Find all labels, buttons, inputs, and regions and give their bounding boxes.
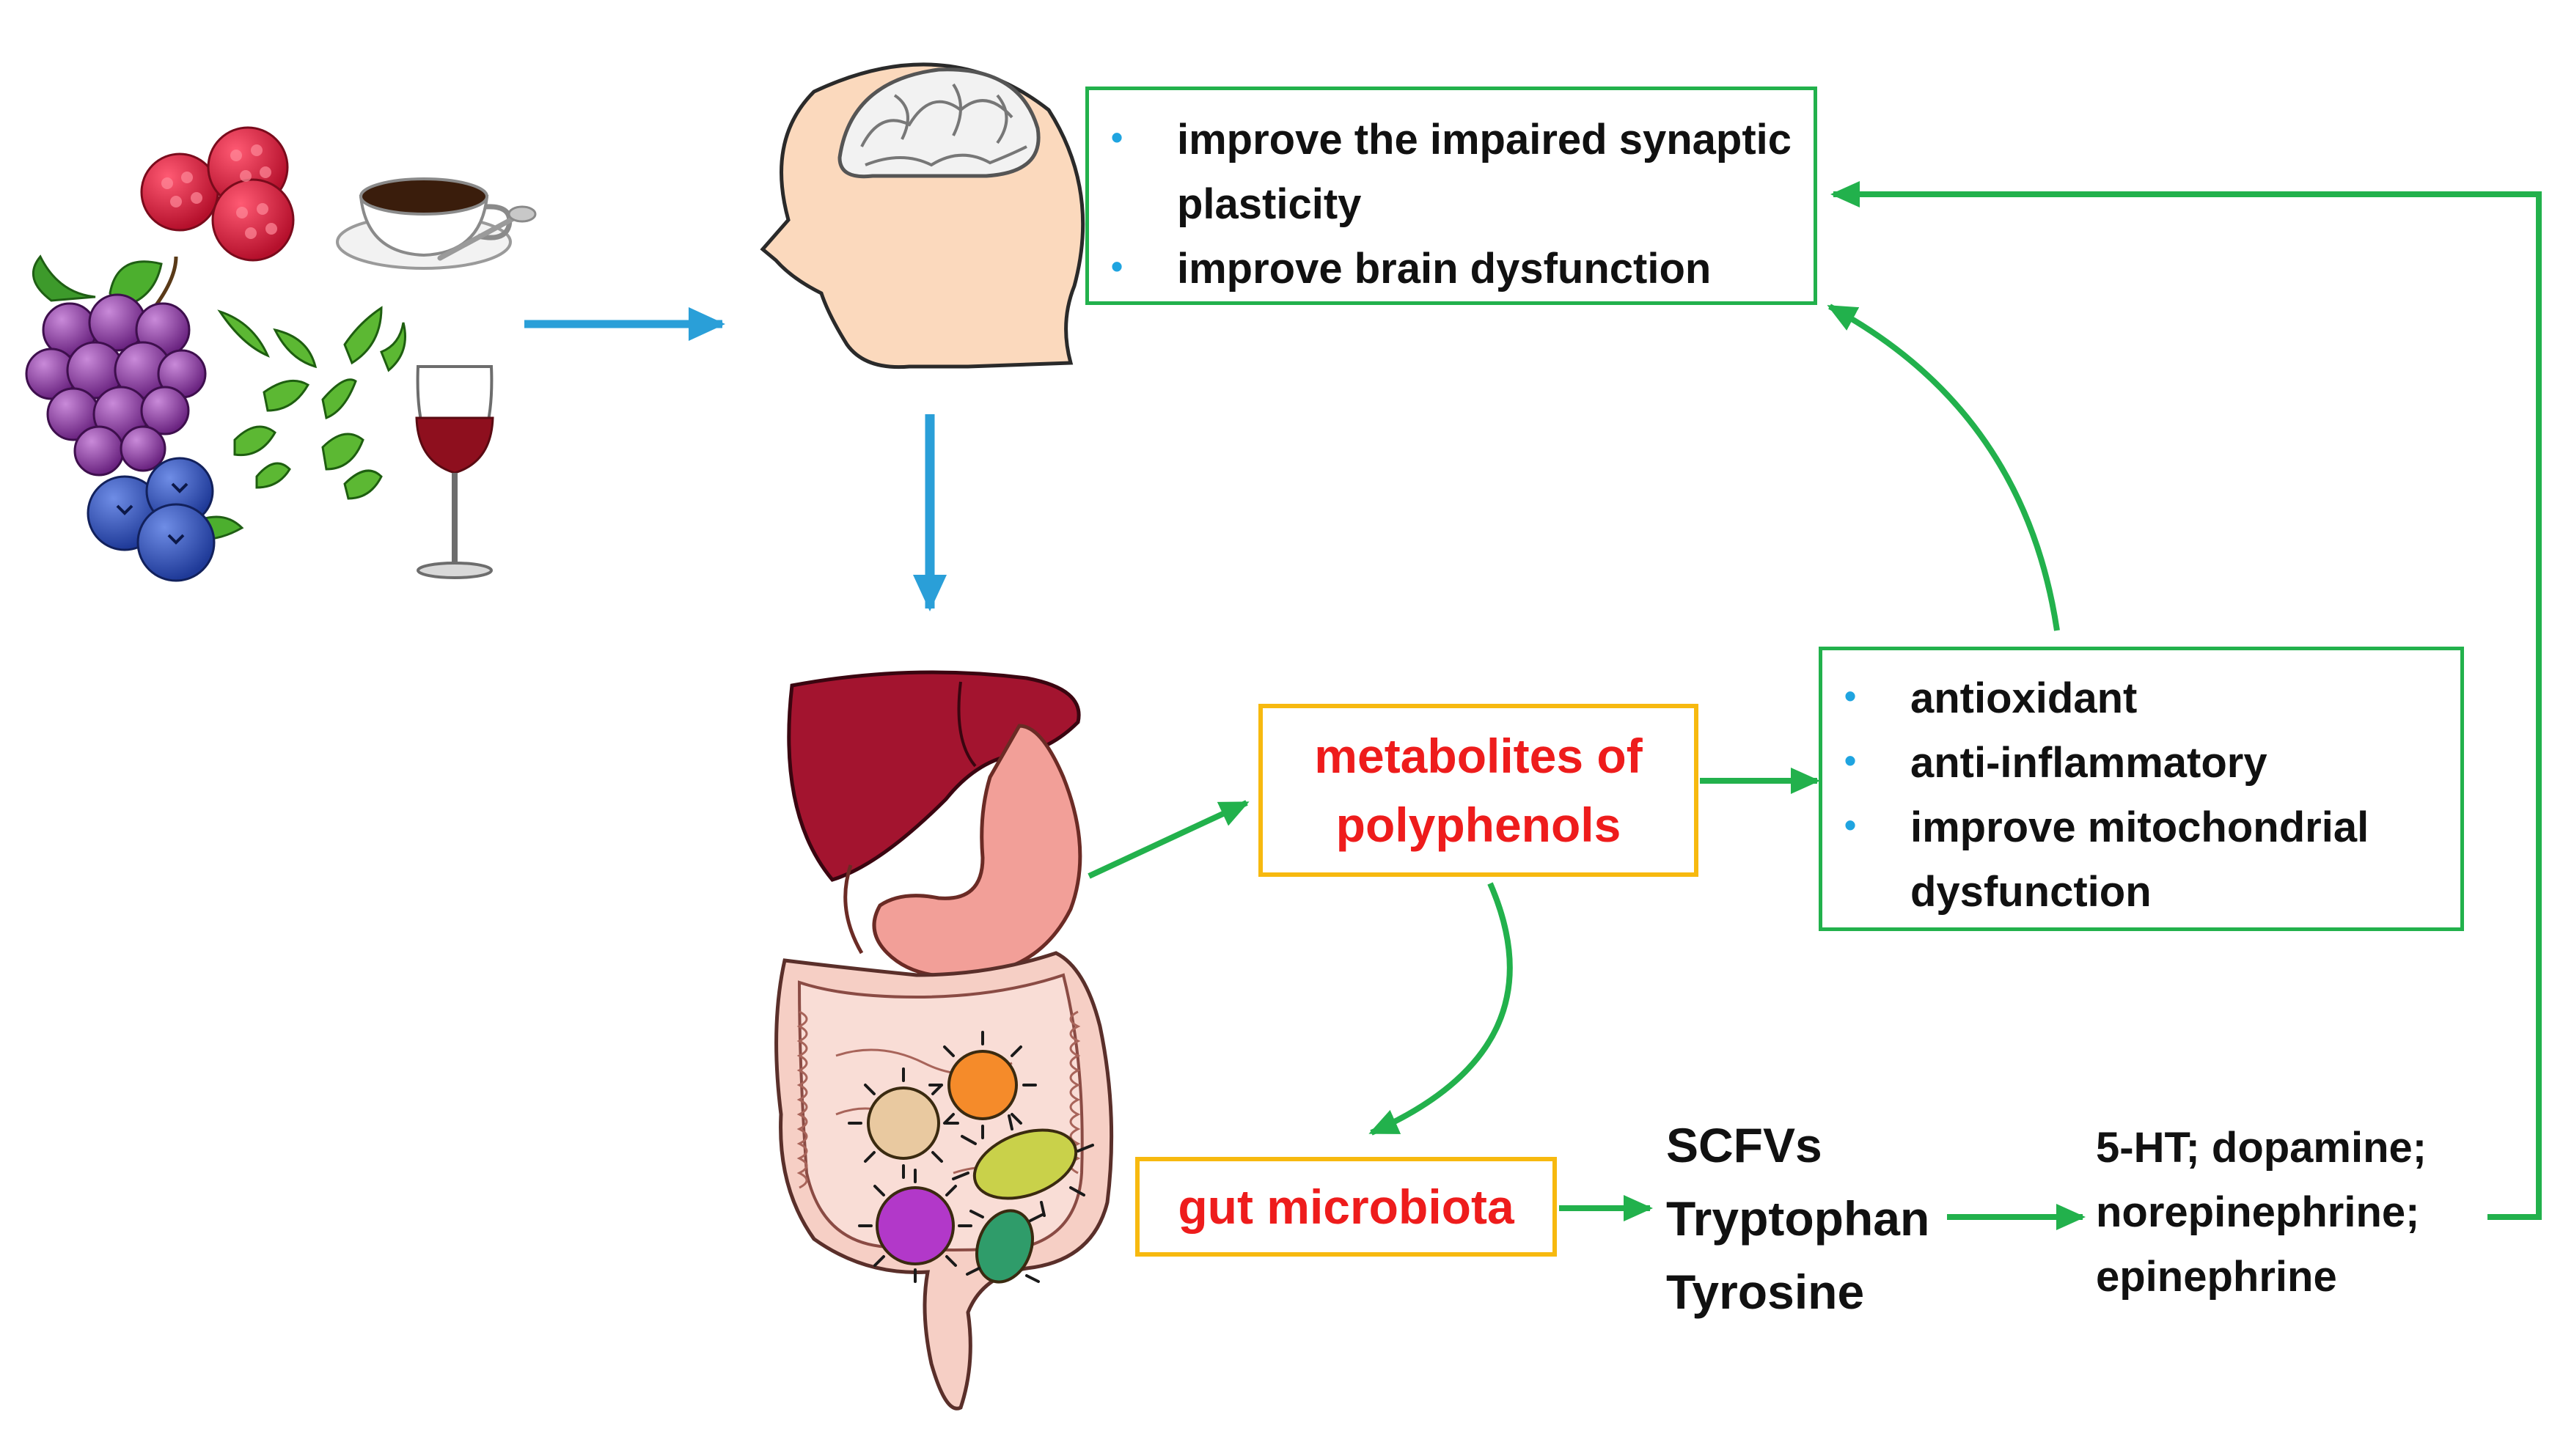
arrow-neurotransmitters-to-brain — [1830, 181, 2542, 1220]
arrow-metabolites-to-microbiota — [1368, 882, 1513, 1136]
cellular-effect-item: anti-inflammatory — [1830, 728, 2446, 795]
bacteria-icon — [848, 1031, 1094, 1284]
metabolites-box: metabolites of polyphenols — [1258, 704, 1698, 877]
microbial-product-item: Tryptophan — [1666, 1191, 1930, 1246]
microbial-product-item: SCFVs — [1666, 1118, 1822, 1172]
raspberry-icon — [140, 126, 295, 262]
stomach-icon — [843, 724, 1082, 979]
arrow-gut-to-metabolites — [1088, 800, 1250, 879]
arrow-effects-to-brain — [1827, 304, 2060, 631]
neurotransmitter-item: epinephrine — [2096, 1253, 2337, 1301]
intestine-icon — [774, 951, 1114, 1411]
brain-effects-box: improve the impaired synaptic plasticity… — [1085, 87, 1817, 305]
blueberry-icon — [87, 457, 244, 582]
microbiota-box: gut microbiota — [1135, 1157, 1557, 1257]
neurotransmitter-item: norepinephrine; — [2096, 1188, 2420, 1236]
cellular-effect-item: antioxidant — [1830, 663, 2446, 731]
red-wine-glass-icon — [415, 365, 494, 579]
cellular-effects-box: antioxidant anti-inflammatory improve mi… — [1819, 647, 2464, 931]
brain-effect-item: improve the impaired synaptic plasticity — [1096, 105, 1799, 237]
grapes-icon — [25, 254, 207, 477]
microbial-products-list: SCFVs Tryptophan Tyrosine — [1666, 1108, 1929, 1328]
brain-effects-list: improve the impaired synaptic plasticity… — [1096, 105, 1799, 301]
neurotransmitter-item: 5-HT; dopamine; — [2096, 1124, 2427, 1172]
cellular-effect-item: improve mitochondrial dysfunction — [1830, 793, 2446, 924]
microbiota-label: gut microbiota — [1178, 1180, 1514, 1234]
metabolites-label: metabolites of polyphenols — [1314, 729, 1643, 852]
neurotransmitters-list: 5-HT; dopamine; norepinephrine; epinephr… — [2096, 1116, 2427, 1309]
tea-leaves-icon — [217, 306, 406, 500]
microbial-product-item: Tyrosine — [1666, 1265, 1865, 1319]
coffee-cup-icon — [336, 177, 537, 270]
brain-effect-item: improve brain dysfunction — [1096, 234, 1799, 301]
cellular-effects-list: antioxidant anti-inflammatory improve mi… — [1830, 663, 2446, 924]
head-brain-icon — [760, 62, 1085, 369]
